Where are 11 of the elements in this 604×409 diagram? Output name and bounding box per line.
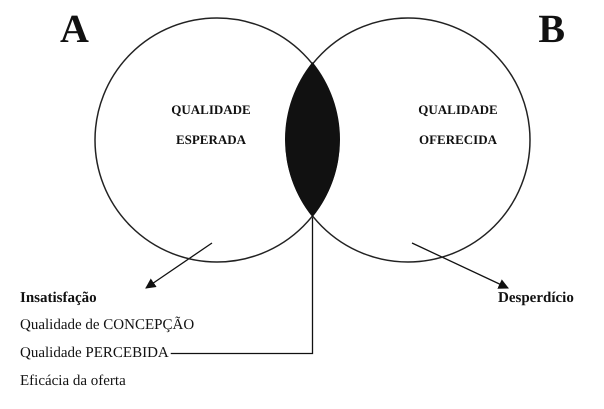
annotation-text: Qualidade de CONCEPÇÃO bbox=[20, 317, 194, 334]
circle-text: QUALIDADE ESPERADA bbox=[170, 101, 252, 149]
annotation-text: Qualidade PERCEBIDA bbox=[20, 345, 169, 362]
arrow bbox=[412, 242, 509, 289]
arrow bbox=[145, 242, 212, 289]
circle-heading: B bbox=[538, 9, 565, 49]
circle-text: QUALIDADE OFERECIDA bbox=[417, 101, 499, 149]
circle-heading: A bbox=[60, 9, 89, 49]
annotation-text: Desperdício bbox=[498, 290, 574, 307]
annotation-text: Insatisfação bbox=[20, 290, 97, 307]
annotation-text: Eficácia da oferta bbox=[20, 373, 126, 390]
